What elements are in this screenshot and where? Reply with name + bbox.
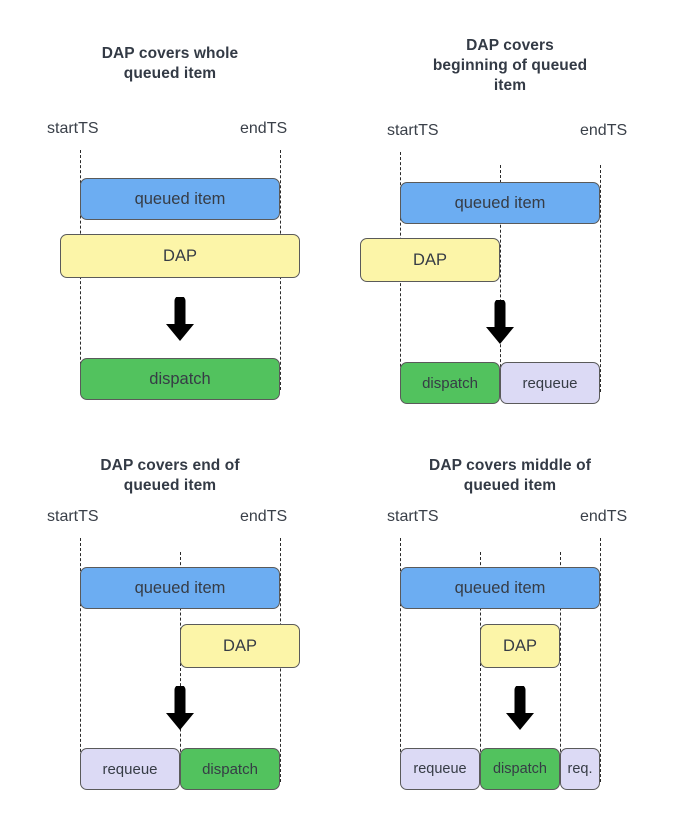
end-ts-guideline: [600, 538, 601, 782]
end-ts-label: endTS: [240, 120, 288, 137]
down-arrow-icon: [163, 297, 197, 345]
panel-dap-covers-whole: DAP covers whole queued item startTS end…: [0, 0, 340, 412]
dispatch-box: dispatch: [80, 358, 280, 400]
dispatch-box: dispatch: [400, 362, 500, 404]
end-ts-guideline: [600, 165, 601, 392]
end-ts-label: endTS: [580, 122, 628, 139]
dispatch-box: dispatch: [480, 748, 560, 790]
requeue-box: requeue: [80, 748, 180, 790]
panel-title: DAP covers beginning of queued item: [360, 36, 660, 96]
panel-dap-covers-end: DAP covers end of queued item startTS en…: [0, 412, 340, 824]
queued-item-box: queued item: [400, 182, 600, 224]
panel-title-line-1: DAP covers whole: [101, 45, 239, 62]
down-arrow-icon: [483, 300, 517, 348]
panel-title: DAP covers middle of queued item: [360, 456, 660, 496]
dap-box: DAP: [60, 234, 300, 278]
dap-start-guideline: [180, 552, 181, 782]
dispatch-box: dispatch: [180, 748, 280, 790]
panel-title: DAP covers end of queued item: [20, 456, 320, 496]
requeue-box: requeue: [500, 362, 600, 404]
panel-title: DAP covers whole queued item: [20, 44, 320, 84]
start-ts-guideline: [80, 538, 81, 782]
start-ts-label: startTS: [47, 508, 99, 525]
panel-title-line-2: beginning of queued: [432, 57, 588, 74]
start-ts-label: startTS: [47, 120, 99, 137]
panel-title-line-3: item: [493, 77, 527, 94]
requeue-box-left: requeue: [400, 748, 480, 790]
dap-box: DAP: [480, 624, 560, 668]
panel-dap-covers-beginning: DAP covers beginning of queued item star…: [340, 0, 680, 412]
end-ts-label: endTS: [580, 508, 628, 525]
panel-title-line-1: DAP covers end of: [100, 457, 240, 474]
start-ts-guideline: [400, 538, 401, 782]
dap-box: DAP: [180, 624, 300, 668]
panel-title-line-1: DAP covers: [466, 37, 554, 54]
queued-item-box: queued item: [80, 178, 280, 220]
dap-end-guideline: [500, 165, 501, 392]
dap-end-guideline: [560, 552, 561, 782]
requeue-box-right: req.: [560, 748, 600, 790]
panel-title-line-2: queued item: [123, 65, 217, 82]
queued-item-box: queued item: [400, 567, 600, 609]
panel-title-line-1: DAP covers middle of: [429, 457, 591, 474]
down-arrow-icon: [503, 686, 537, 734]
panel-title-line-2: queued item: [123, 477, 217, 494]
end-ts-label: endTS: [240, 508, 288, 525]
panel-dap-covers-middle: DAP covers middle of queued item startTS…: [340, 412, 680, 824]
panel-title-line-2: queued item: [463, 477, 557, 494]
down-arrow-icon: [163, 686, 197, 734]
queued-item-box: queued item: [80, 567, 280, 609]
dap-start-guideline: [480, 552, 481, 782]
start-ts-label: startTS: [387, 122, 439, 139]
dap-box: DAP: [360, 238, 500, 282]
start-ts-label: startTS: [387, 508, 439, 525]
